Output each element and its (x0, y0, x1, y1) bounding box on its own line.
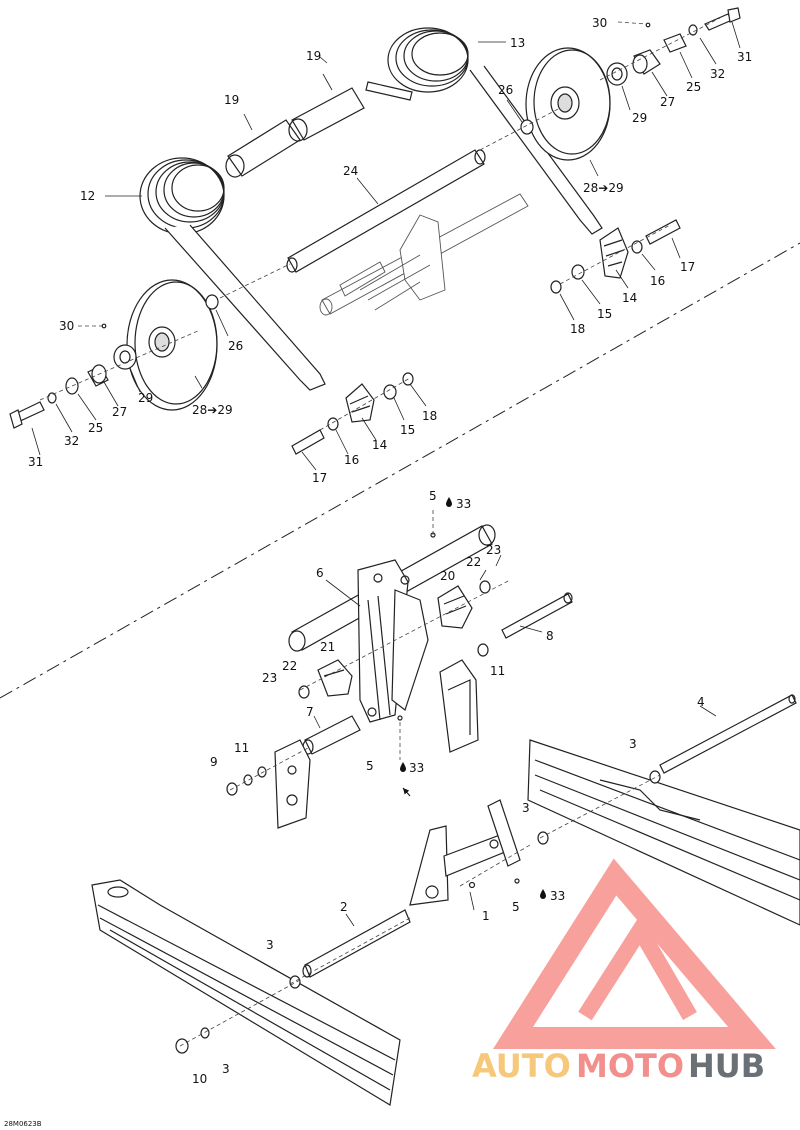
label-17-right: 17 (680, 260, 695, 274)
label-18-left: 18 (422, 409, 437, 423)
label-17-left: 17 (312, 471, 327, 485)
label-14-right: 14 (622, 291, 637, 305)
watermark-auto: AUTO (472, 1047, 571, 1085)
shaft-8 (477, 592, 573, 657)
label-2: 2 (340, 900, 348, 914)
label-33-lower: 33 (550, 889, 565, 903)
stopper-21 (298, 659, 353, 699)
label-33-top: 33 (456, 497, 471, 511)
rail-right (527, 739, 800, 926)
bracket-frame (409, 799, 521, 906)
label-29-left: 29 (138, 391, 153, 405)
label-27-left: 27 (112, 405, 127, 419)
label-32-top: 32 (710, 67, 725, 81)
nut-9-washers-11 (226, 766, 267, 796)
label-3-left: 3 (266, 938, 274, 952)
label-29-top: 29 (632, 111, 647, 125)
watermark-logo (493, 858, 776, 1049)
label-1: 1 (482, 909, 490, 923)
bracket-left (274, 739, 311, 829)
label-3-bottom: 3 (222, 1062, 230, 1076)
label-30-left: 30 (59, 319, 74, 333)
label-31-top: 31 (737, 50, 752, 64)
label-13: 13 (510, 36, 525, 50)
label-15-right: 15 (597, 307, 612, 321)
sleeve-19b (288, 87, 365, 142)
label-5-top: 5 (429, 489, 437, 503)
label-19-right: 19 (306, 49, 321, 63)
label-14-left: 14 (372, 438, 387, 452)
arm-plate (357, 559, 429, 723)
label-30-top: 30 (592, 16, 607, 30)
spring-13 (365, 27, 603, 235)
bracket-right (439, 659, 479, 753)
part-labels: 30 31 32 25 27 29 26 13 28➔29 17 16 14 1… (4, 16, 752, 1128)
label-16-left: 16 (344, 453, 359, 467)
hub-left-parts (9, 294, 219, 429)
label-3-right: 3 (522, 801, 530, 815)
label-11-right: 11 (490, 664, 505, 678)
label-5-lower: 5 (512, 900, 520, 914)
section-divider (0, 242, 800, 699)
label-9: 9 (210, 755, 218, 769)
label-3-right-top: 3 (629, 737, 637, 751)
label-31-left: 31 (28, 455, 43, 469)
label-4: 4 (697, 695, 705, 709)
label-12: 12 (80, 189, 95, 203)
leader-lines (31, 21, 741, 927)
label-26-top: 26 (498, 83, 513, 97)
label-7: 7 (306, 705, 314, 719)
label-8: 8 (546, 629, 554, 643)
label-21: 21 (320, 640, 335, 654)
label-28-29-top: 28➔29 (583, 181, 624, 195)
label-23-left: 23 (262, 671, 277, 685)
shaft-2 (302, 909, 411, 978)
label-32-left: 32 (64, 434, 79, 448)
spring-12 (139, 157, 326, 391)
label-20: 20 (440, 569, 455, 583)
stopper-14-left (291, 372, 414, 455)
wheel-right (525, 47, 611, 161)
label-10: 10 (192, 1072, 207, 1086)
watermark-moto: MOTO (576, 1047, 684, 1085)
label-25-left: 25 (88, 421, 103, 435)
label-24: 24 (343, 164, 358, 178)
drawing-code: 28M0623B (4, 1120, 42, 1128)
label-5-middle: 5 (366, 759, 374, 773)
label-11-left: 11 (234, 741, 249, 755)
label-19-left: 19 (224, 93, 239, 107)
label-28-29-left: 28➔29 (192, 403, 233, 417)
watermark-text: AUTO MOTO HUB (472, 1047, 765, 1085)
lubricant-drop-icon (400, 497, 546, 899)
stopper-20 (437, 580, 491, 629)
label-16-right: 16 (650, 274, 665, 288)
direction-arrow (402, 787, 411, 797)
watermark-hub: HUB (688, 1047, 765, 1085)
label-33-middle: 33 (409, 761, 424, 775)
arm-assembly-upper (319, 193, 529, 316)
label-23-right: 23 (486, 543, 501, 557)
label-15-left: 15 (400, 423, 415, 437)
label-6: 6 (316, 566, 324, 580)
middle-assembly (226, 524, 573, 829)
label-25-top: 25 (686, 80, 701, 94)
shaft-4 (659, 694, 797, 774)
centre-lines (39, 17, 721, 1047)
label-18-right: 18 (570, 322, 585, 336)
shaft-24 (286, 149, 486, 273)
label-22-right: 22 (466, 555, 481, 569)
shaft-7 (302, 715, 361, 755)
lower-assembly (91, 694, 800, 1106)
label-26-left: 26 (228, 339, 243, 353)
hub-right-parts (520, 7, 741, 135)
upper-assembly (9, 7, 741, 455)
rail-left (91, 879, 401, 1106)
label-27-top: 27 (660, 95, 675, 109)
label-22-left: 22 (282, 659, 297, 673)
sleeve-19a (225, 119, 301, 178)
